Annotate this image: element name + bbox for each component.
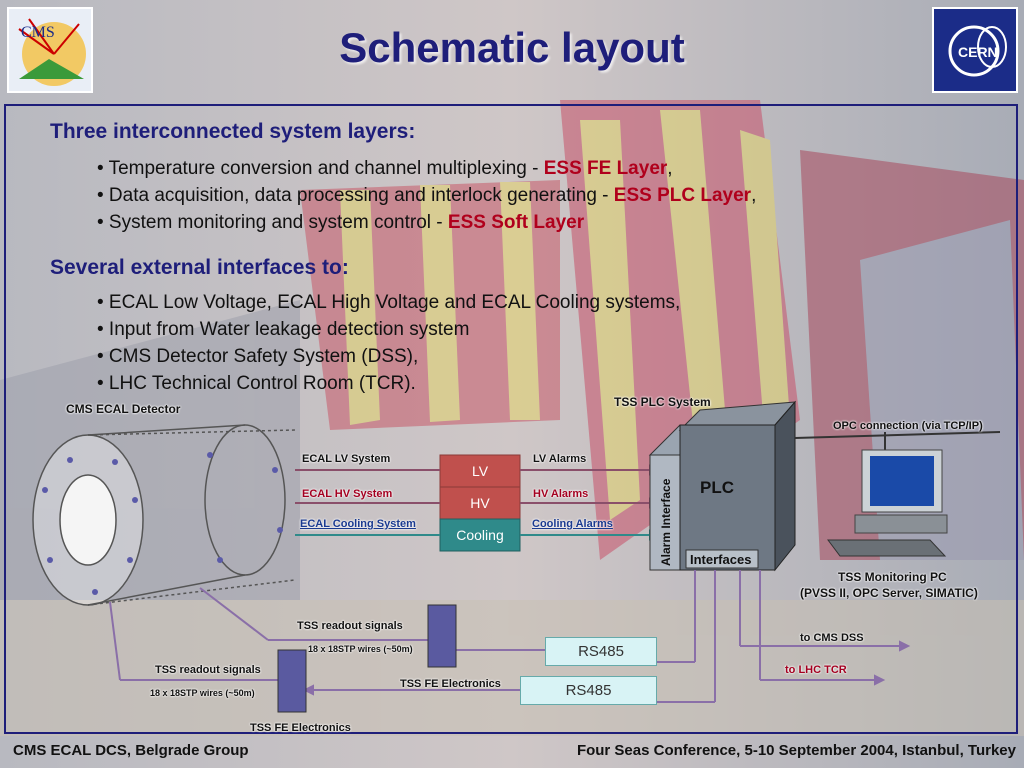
interface-item: • Input from Water leakage detection sys… (97, 319, 470, 340)
fe-electronics-bottom-label: TSS FE Electronics (250, 722, 351, 734)
fe-electronics-unit-top (427, 604, 457, 668)
content-panel (4, 104, 1018, 734)
detector-label: CMS ECAL Detector (66, 402, 181, 416)
wires-top-label: 18 x 18STP wires (~50m) (308, 644, 413, 654)
alarm-interface-module (649, 454, 681, 571)
rs485-bottom: RS485 (520, 676, 657, 705)
cms-logo-text: CMS (21, 24, 55, 41)
rs485-top: RS485 (545, 637, 657, 666)
cms-logo: CMS (7, 7, 93, 93)
monitoring-pc-detail: (PVSS II, OPC Server, SIMATIC) (800, 586, 978, 600)
detector-sensors (42, 452, 283, 595)
fe-electronics-mid-label: TSS FE Electronics (400, 678, 501, 690)
detector-drawing (32, 424, 296, 606)
layer-item-plc: • Data acquisition, data processing and … (97, 185, 757, 206)
to-cms-dss-label: to CMS DSS (800, 632, 864, 644)
cooling-label: Cooling (456, 527, 504, 543)
footer-right: Four Seas Conference, 5-10 September 200… (576, 742, 1016, 759)
interfaces-module (685, 549, 759, 569)
heading-interfaces: Several external interfaces to: (50, 256, 349, 279)
monitoring-pc-label: TSS Monitoring PC (838, 570, 947, 584)
ecal-lv-system-label: ECAL LV System (302, 453, 391, 465)
tss-plc-system-label: TSS PLC System (614, 395, 711, 409)
hv-alarms-label: HV Alarms (533, 488, 589, 500)
layer-item-soft: • System monitoring and system control -… (97, 212, 585, 233)
readout-signals-left-label: TSS readout signals (155, 664, 261, 676)
wires-left-label: 18 x 18STP wires (~50m) (150, 688, 255, 698)
monitoring-pc (827, 449, 948, 557)
interfaces-label: Interfaces (690, 552, 752, 567)
interface-item: • LHC Technical Control Room (TCR). (97, 373, 416, 394)
opc-connection-label: OPC connection (via TCP/IP) (833, 420, 983, 432)
lv-label: LV (471, 463, 489, 479)
lv-alarms-label: LV Alarms (533, 453, 587, 465)
interface-item: • CMS Detector Safety System (DSS), (97, 346, 419, 367)
highlight-soft: ESS Soft Layer (447, 212, 585, 233)
ecal-cooling-system-label: ECAL Cooling System (300, 518, 416, 530)
footer-left: CMS ECAL DCS, Belgrade Group (13, 742, 249, 759)
alarm-interface-label: Alarm Interface (659, 478, 673, 566)
page-title: Schematic layout (339, 24, 685, 71)
highlight-plc: ESS PLC Layer (613, 185, 752, 206)
plc-module (679, 424, 776, 571)
hv-label: HV (470, 495, 490, 511)
cern-logo-text: CERN (958, 44, 998, 60)
fe-electronics-unit-bottom (277, 649, 307, 713)
cooling-alarms-label: Cooling Alarms (532, 518, 613, 530)
interface-item: • ECAL Low Voltage, ECAL High Voltage an… (97, 292, 681, 313)
cern-logo: CERN (932, 7, 1018, 93)
highlight-fe: ESS FE Layer (543, 158, 668, 179)
to-lhc-tcr-label: to LHC TCR (785, 664, 847, 676)
layer-item-fe: • Temperature conversion and channel mul… (97, 158, 673, 179)
heading-layers: Three interconnected system layers: (50, 120, 416, 143)
readout-signals-top-label: TSS readout signals (297, 620, 403, 632)
plc-label: PLC (700, 478, 734, 497)
ecal-hv-system-label: ECAL HV System (302, 488, 393, 500)
